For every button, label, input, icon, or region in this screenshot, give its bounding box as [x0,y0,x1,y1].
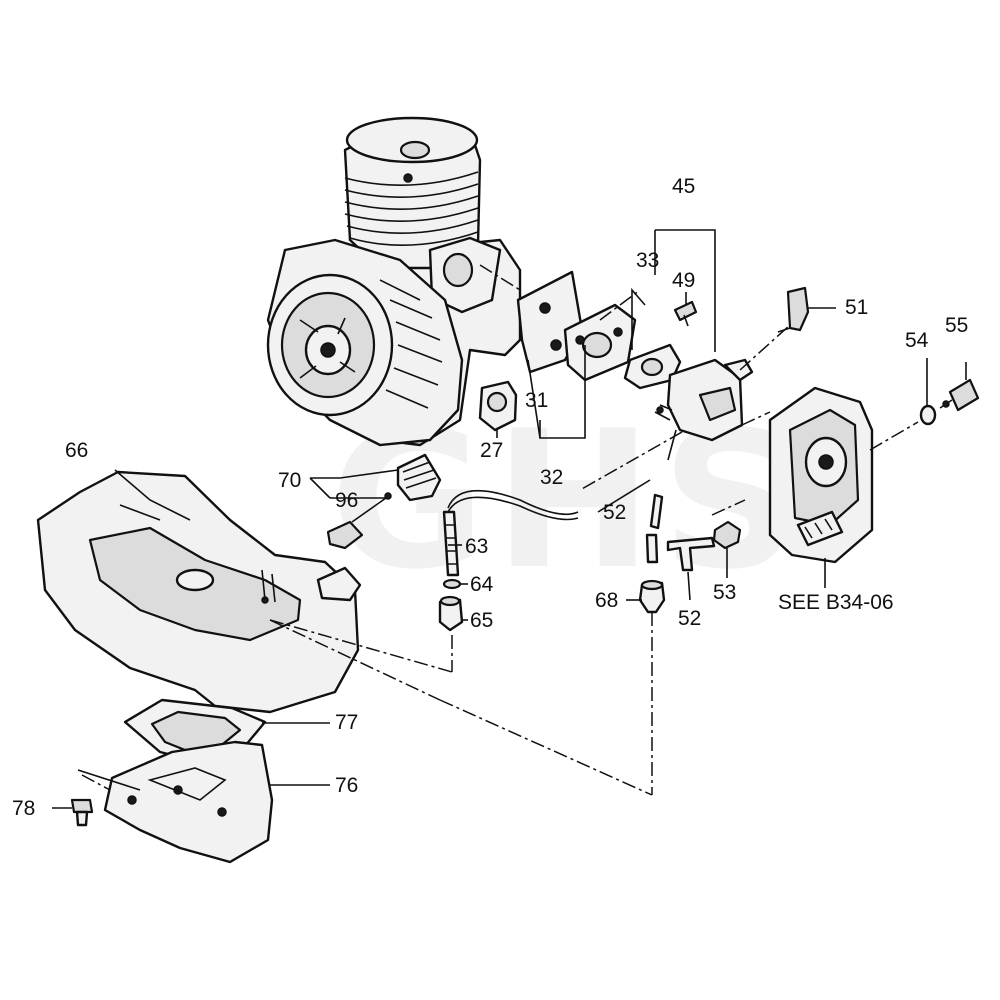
intake-gaskets [516,270,682,390]
screw-78 [70,798,94,827]
leader-lines [52,229,967,809]
label-32: 32 [540,466,564,489]
tank-gasket-77 [123,698,267,764]
label-76: 76 [335,774,359,797]
label-31: 31 [525,389,549,412]
protector-plate-76 [103,740,274,864]
grommet-68 [638,579,666,614]
engine-assembly [266,116,522,447]
nut-53 [712,520,742,550]
reference-note: SEE B34-06 [778,591,894,614]
fuel-hoses-52 [645,429,716,572]
label-45: 45 [672,175,696,198]
fuel-pipe-63 [442,489,579,577]
label-52-lower: 52 [678,607,702,630]
filter-65 [438,595,464,632]
label-54: 54 [905,329,929,352]
label-70: 70 [278,469,302,492]
label-27: 27 [480,439,504,462]
screw-49 [673,300,698,327]
primer-27 [478,380,518,432]
cooling-fins [344,171,479,247]
retainer-96 [326,492,392,550]
air-cleaner-base [768,386,874,564]
label-64: 64 [470,573,494,596]
label-55: 55 [945,314,969,337]
label-66: 66 [65,439,89,462]
label-68: 68 [595,589,619,612]
label-52-upper: 52 [603,501,627,524]
fuel-cap-70 [396,453,442,502]
fuel-tank-66 [36,469,362,714]
bolt-55 [939,378,980,412]
clamp-64 [442,578,462,590]
label-33: 33 [636,249,660,272]
label-78: 78 [12,797,36,820]
label-53: 53 [713,581,737,604]
label-63: 63 [465,535,489,558]
label-77: 77 [335,711,359,734]
label-51: 51 [845,296,869,319]
centre-lines [81,264,919,796]
label-49: 49 [672,269,696,292]
label-96: 96 [335,489,359,512]
washer-54 [919,404,937,426]
clip-51 [777,286,810,333]
label-65: 65 [470,609,494,632]
